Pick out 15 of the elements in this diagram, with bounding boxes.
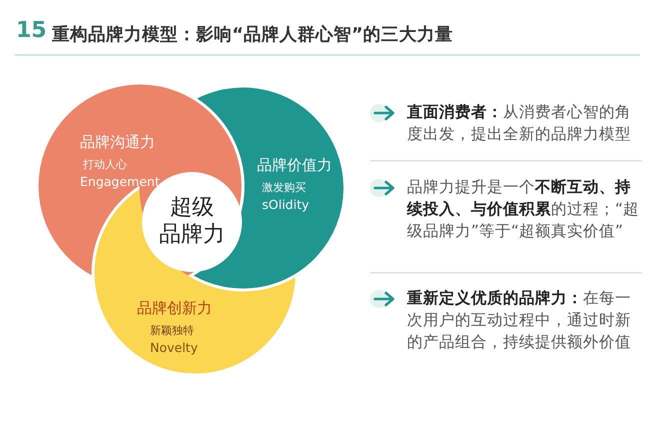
english-name: Engagement (80, 173, 160, 190)
english-name: Novelty (150, 339, 199, 356)
english-name: sOlidity (262, 196, 310, 213)
heading: 品牌价值力 (257, 155, 332, 175)
subtitle: 打动人心 (83, 157, 128, 173)
section-number: 15 (16, 18, 47, 43)
title: 重构品牌力模型：影响“品牌人群心智”的三大力量 (52, 24, 454, 46)
subtitle: 激发购买 (262, 180, 307, 196)
center-label: 超级品牌力 (159, 194, 225, 248)
description-text: 直面消费者：从消费者心智的角度出发，提出全新的品牌力模型 (407, 102, 632, 145)
subtitle: 新颖独特 (150, 323, 195, 339)
description-text: 品牌力提升是一个不断互动、持续投入、与价值积累的过程；“超级品牌力”等于“超额真实价值” (407, 177, 640, 242)
heading: 品牌创新力 (137, 298, 212, 318)
heading: 品牌沟通力 (80, 132, 156, 152)
description-text: 重新定义优质的品牌力：在每一次用户的互动过程中，通过时新的产品组合，持续提供额外价值 (407, 288, 632, 353)
